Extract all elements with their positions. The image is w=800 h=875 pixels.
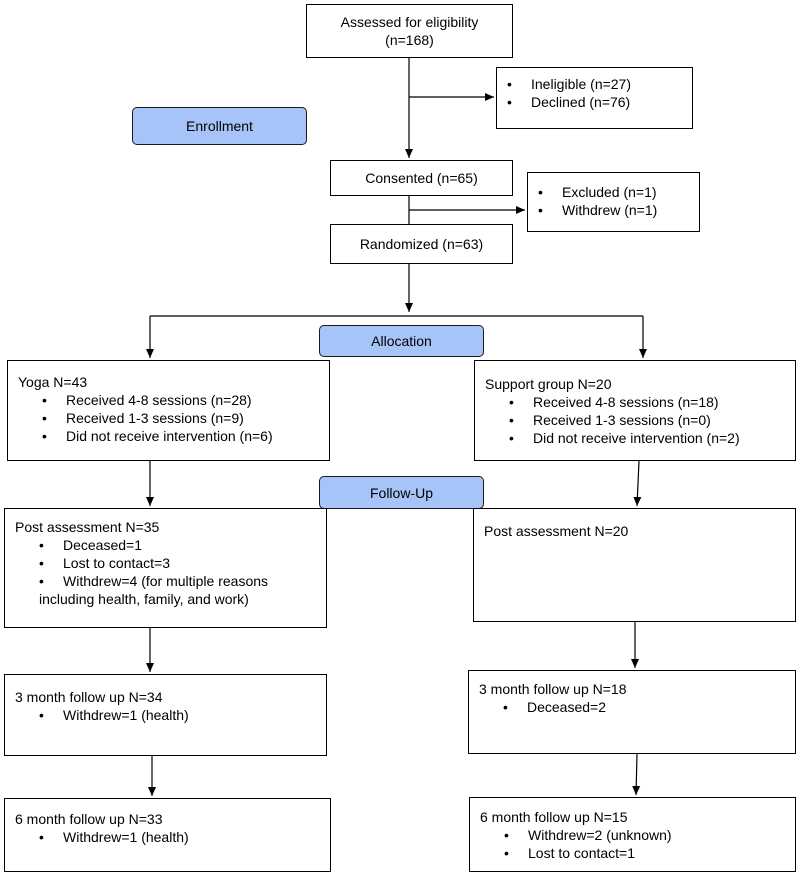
list-item: Withdrew=1 (health) [39,706,318,724]
list-item: Withdrew=2 (unknown) [504,826,787,844]
followup-tag: Follow-Up [319,476,484,509]
yoga-post-assessment-box: Post assessment N=35 Deceased=1 Lost to … [4,508,327,628]
list-item: Ineligible (n=27) [507,75,692,93]
withdrew-line-1: Withdrew=4 (for multiple reasons [63,573,269,589]
list-item: Lost to contact=3 [39,554,318,572]
list-item: Withdrew (n=1) [538,201,699,219]
list-item: Withdrew=1 (health) [39,828,322,846]
list-item: Received 4-8 sessions (n=28) [42,391,321,409]
support-3month-box: 3 month follow up N=18 Deceased=2 [468,670,796,754]
support-6month-box: 6 month follow up N=15 Withdrew=2 (unkno… [469,797,796,872]
list-item: Did not receive intervention (n=2) [509,429,787,447]
yoga-3month-box: 3 month follow up N=34 Withdrew=1 (healt… [4,674,327,756]
list-item: Received 4-8 sessions (n=18) [509,393,787,411]
excluded-mid-box: Excluded (n=1) Withdrew (n=1) [527,172,700,232]
connector-support-post [633,460,642,507]
yoga-arm-box: Yoga N=43 Received 4-8 sessions (n=28) R… [7,360,330,461]
list-item: Deceased=1 [39,536,318,554]
list-item: Declined (n=76) [507,93,692,111]
yoga-arm-title: Yoga N=43 [18,374,88,390]
support-arm-title: Support group N=20 [485,376,612,392]
support-3month-title: 3 month follow up N=18 [479,681,627,697]
allocation-tag: Allocation [319,325,484,357]
yoga-post-title: Post assessment N=35 [15,519,160,535]
yoga-6month-title: 6 month follow up N=33 [15,811,163,827]
list-item: Received 1-3 sessions (n=0) [509,411,787,429]
withdrew-line-2: including health, family, and work) [39,591,249,607]
support-6month-title: 6 month follow up N=15 [480,809,628,825]
assessed-label: Assessed for eligibility [340,14,479,30]
support-post-title: Post assessment N=20 [484,523,629,539]
assessed-count: (n=168) [385,32,434,48]
yoga-6month-box: 6 month follow up N=33 Withdrew=1 (healt… [4,798,331,872]
enrollment-tag: Enrollment [132,107,307,145]
list-item: Lost to contact=1 [504,844,787,862]
assessed-box: Assessed for eligibility (n=168) [306,4,513,58]
list-item: Excluded (n=1) [538,183,699,201]
consented-box: Consented (n=65) [330,160,513,196]
support-arm-box: Support group N=20 Received 4-8 sessions… [474,360,796,461]
support-post-assessment-box: Post assessment N=20 [473,508,796,622]
connector-support-3m-6m [632,753,641,796]
list-item: Did not receive intervention (n=6) [42,427,321,445]
randomized-box: Randomized (n=63) [330,224,513,264]
list-item: Deceased=2 [503,698,787,716]
excluded-top-box: Ineligible (n=27) Declined (n=76) [496,67,693,129]
list-item: Received 1-3 sessions (n=9) [42,409,321,427]
yoga-3month-title: 3 month follow up N=34 [15,689,163,705]
list-item: Withdrew=4 (for multiple reasons includi… [39,572,318,608]
